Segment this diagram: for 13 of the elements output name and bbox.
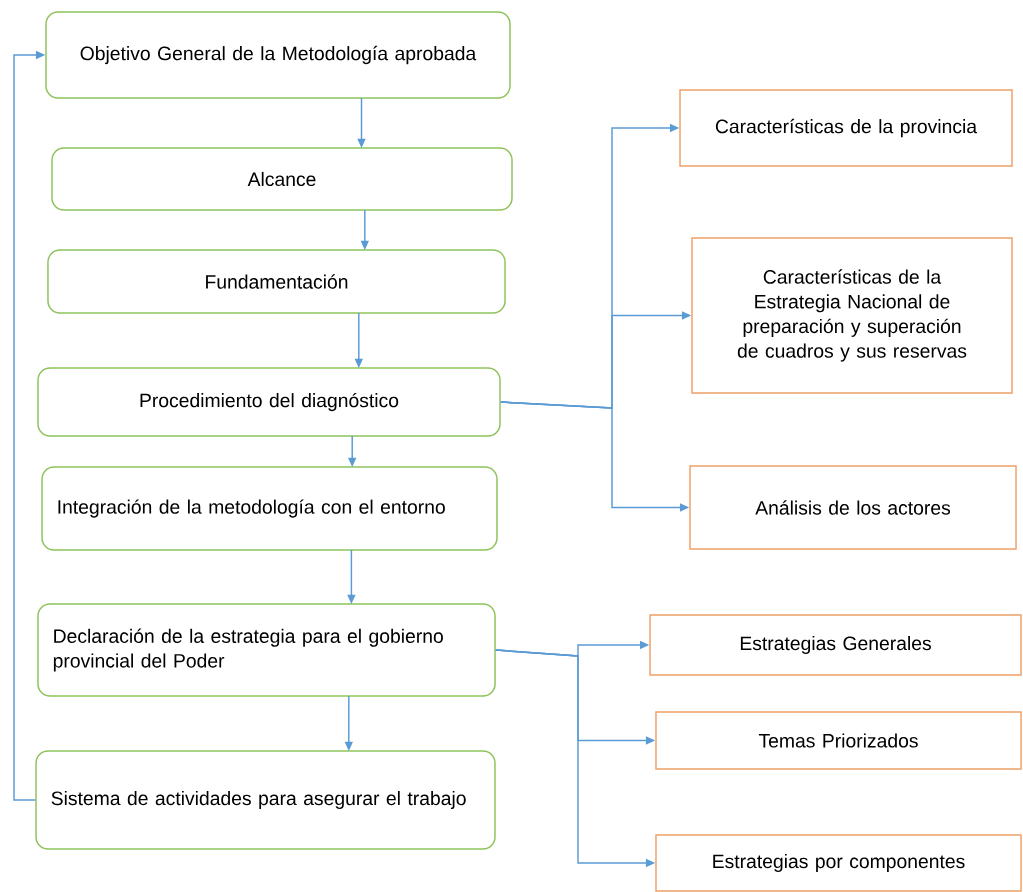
step-box: Fundamentación	[47, 249, 506, 314]
topic-box: Características de la Estrategia Nacional de preparación y superación de cuadros y sus reservas	[691, 237, 1013, 394]
topic-box: Estrategias Generales	[649, 614, 1022, 676]
step-box: Objetivo General de la Metodología aprobada	[45, 11, 511, 99]
topic-box: Temas Priorizados	[655, 711, 1022, 770]
step-box: Integración de la metodología con el entorno	[41, 466, 498, 551]
step-box: Alcance	[51, 147, 513, 211]
topic-box: Análisis de los actores	[689, 465, 1017, 550]
step-box: Declaración de la estrategia para el gobierno provincial del Poder	[37, 603, 496, 697]
step-box: Sistema de actividades para asegurar el trabajo	[35, 750, 496, 850]
topic-box: Características de la provincia	[679, 89, 1013, 167]
step-box: Procedimiento del diagnóstico	[37, 367, 501, 437]
topic-box: Estrategias por componentes	[655, 834, 1022, 892]
